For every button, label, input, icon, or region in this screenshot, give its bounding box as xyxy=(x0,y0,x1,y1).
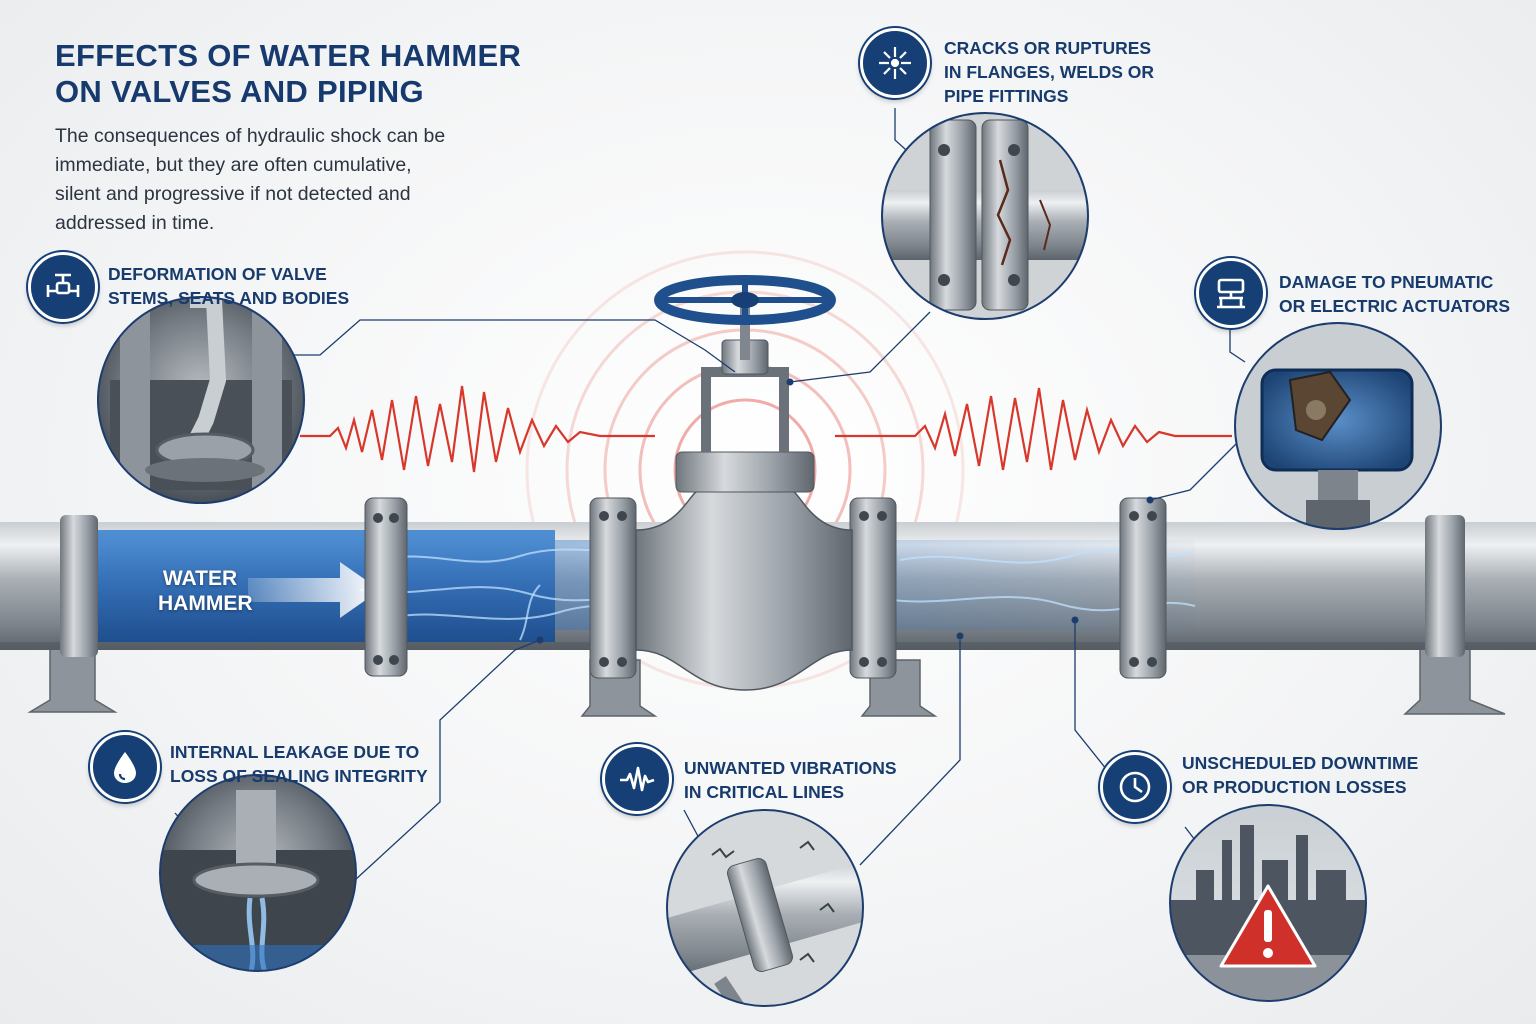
effect-3-line-2: OR ELECTRIC ACTUATORS xyxy=(1279,296,1511,316)
valve-body xyxy=(635,489,853,691)
effect-label-valve-deformation: DEFORMATION OF VALVE STEMS, SEATS AND BO… xyxy=(108,262,349,310)
flow-arrow xyxy=(248,562,380,618)
page-title: EFFECTS OF WATER HAMMER ON VALVES AND PI… xyxy=(55,38,575,110)
page-subtitle: The consequences of hydraulic shock can … xyxy=(55,122,495,238)
flow-label-line-2: HAMMER xyxy=(158,592,253,615)
flange-bolts xyxy=(373,511,1157,667)
effect-4-line-1: INTERNAL LEAKAGE DUE TO xyxy=(170,742,420,762)
effect-2-line-3: PIPE FITTINGS xyxy=(944,86,1069,106)
subtitle-line-2: immediate, but they are often cumulative… xyxy=(55,154,412,176)
effect-3-line-1: DAMAGE TO PNEUMATIC xyxy=(1279,272,1494,292)
detail-pipe-vibration xyxy=(666,809,864,1007)
effect-5-line-1: UNWANTED VIBRATIONS xyxy=(684,758,897,778)
detail-plant-downtime xyxy=(1169,804,1367,1002)
pipe-flanges xyxy=(364,497,1167,679)
effect-label-downtime: UNSCHEDULED DOWNTIME OR PRODUCTION LOSSE… xyxy=(1182,751,1418,799)
pressure-wave-right xyxy=(835,387,1232,471)
effect-1-line-1: DEFORMATION OF VALVE xyxy=(108,264,327,284)
effect-5-line-2: IN CRITICAL LINES xyxy=(684,782,845,802)
effect-label-actuator-damage: DAMAGE TO PNEUMATIC OR ELECTRIC ACTUATOR… xyxy=(1279,270,1510,318)
effect-2-line-2: IN FLANGES, WELDS OR xyxy=(944,62,1154,82)
subtitle-line-4: addressed in time. xyxy=(55,212,215,234)
effect-label-vibrations: UNWANTED VIBRATIONS IN CRITICAL LINES xyxy=(684,756,897,804)
effect-6-line-2: OR PRODUCTION LOSSES xyxy=(1182,777,1407,797)
pressure-wave-left xyxy=(300,385,655,473)
title-line-2: ON VALVES AND PIPING xyxy=(55,74,424,109)
crack-burst-icon xyxy=(860,28,930,98)
water-drop-icon xyxy=(90,732,160,802)
detail-valve-internals xyxy=(97,296,305,504)
valve-icon xyxy=(28,252,98,322)
detail-damaged-actuator xyxy=(1234,322,1442,530)
valve-handwheel xyxy=(654,275,836,325)
effect-label-flange-cracks: CRACKS OR RUPTURES IN FLANGES, WELDS OR … xyxy=(944,36,1154,108)
effect-2-line-1: CRACKS OR RUPTURES xyxy=(944,38,1152,58)
subtitle-line-3: silent and progressive if not detected a… xyxy=(55,183,411,205)
effect-1-line-2: STEMS, SEATS AND BODIES xyxy=(108,288,350,308)
title-line-1: EFFECTS OF WATER HAMMER xyxy=(55,38,522,73)
detail-cracked-flange xyxy=(881,112,1089,320)
effect-4-line-2: LOSS OF SEALING INTEGRITY xyxy=(170,766,428,786)
actuator-icon xyxy=(1196,258,1266,328)
effect-6-line-1: UNSCHEDULED DOWNTIME xyxy=(1182,753,1419,773)
clock-icon xyxy=(1100,752,1170,822)
flow-label-line-1: WATER xyxy=(162,567,238,590)
water-hammer-label: WATER HAMMER xyxy=(158,566,253,616)
waveform-icon xyxy=(602,744,672,814)
detail-internal-leakage xyxy=(159,774,357,972)
subtitle-line-1: The consequences of hydraulic shock can … xyxy=(55,125,446,147)
pipe-supports xyxy=(27,639,1506,717)
effect-label-internal-leakage: INTERNAL LEAKAGE DUE TO LOSS OF SEALING … xyxy=(170,740,428,788)
